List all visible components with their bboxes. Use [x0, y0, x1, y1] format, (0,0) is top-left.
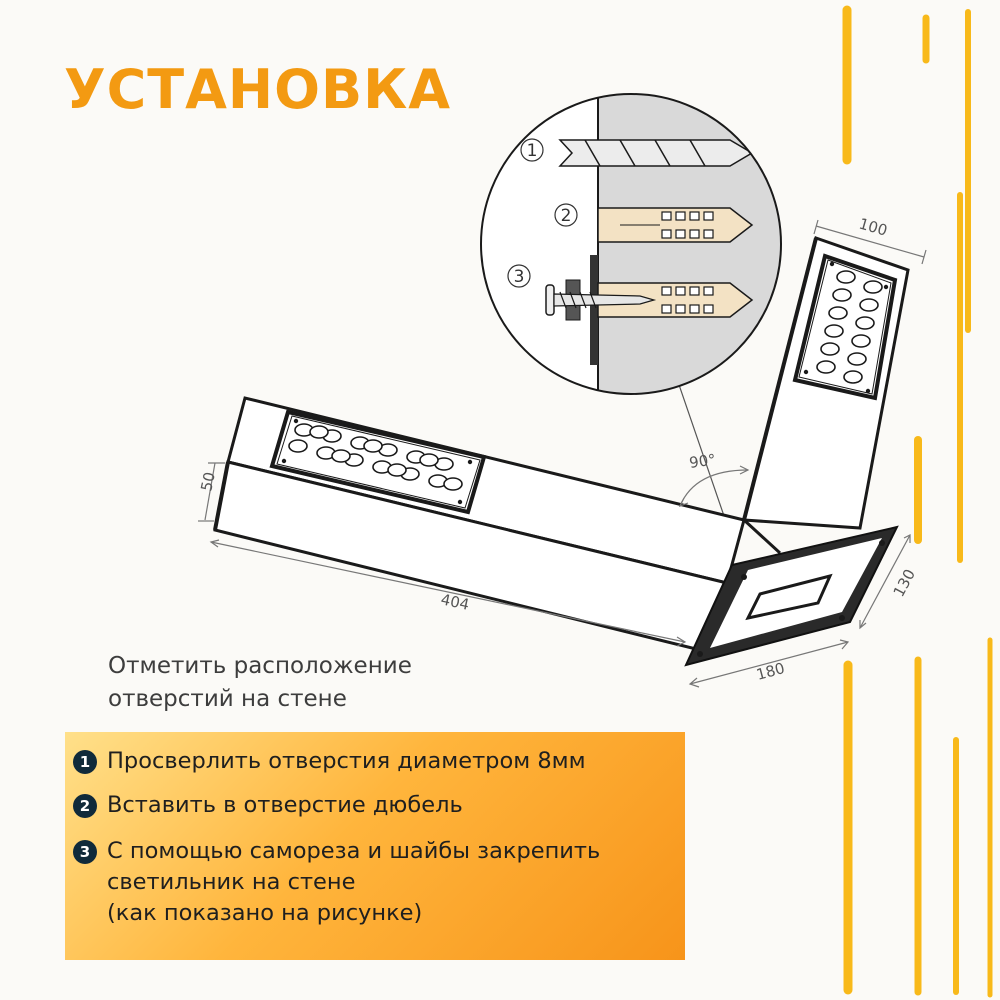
step-3-badge: 3 — [73, 840, 97, 864]
step-1-badge: 1 — [73, 750, 97, 774]
wall-plate — [684, 525, 899, 667]
marking-note-line-1: Отметить расположение — [108, 653, 412, 679]
wall-section — [598, 94, 781, 394]
marking-note: Отметить расположение отверстий на стене — [108, 650, 412, 716]
dim-arm-length: 404 — [439, 590, 471, 614]
detail-circle: 1 2 3 — [480, 93, 782, 395]
svg-text:3: 3 — [514, 267, 525, 287]
dim-plate-width: 180 — [754, 659, 786, 684]
dowel-icon — [597, 207, 754, 243]
dim-angle: 90° — [688, 450, 717, 472]
head-led-cells — [816, 270, 883, 384]
step-1-text: Просверлить отверстия диаметром 8мм — [107, 748, 586, 774]
svg-text:1: 1 — [527, 141, 538, 161]
bracket-plate-section — [590, 255, 598, 365]
drill-bit-icon — [558, 139, 754, 167]
marking-note-line-2: отверстий на стене — [108, 686, 347, 712]
step-2-badge: 2 — [73, 794, 97, 818]
bracket-arm — [213, 396, 746, 652]
step-3-text-line-1: С помощью самореза и шайбы закрепить — [107, 838, 601, 864]
step-3-text-line-3: (как показано на рисунке) — [107, 900, 423, 926]
svg-text:2: 2 — [561, 206, 572, 226]
dimension-lines — [198, 219, 927, 688]
bracket-head — [742, 236, 910, 555]
steps-panel: 1 Просверлить отверстия диаметром 8мм 2 … — [65, 732, 685, 960]
arm-led-cells — [288, 423, 463, 491]
dim-head-width: 100 — [857, 215, 889, 240]
step-3-text-line-2: светильник на стене — [107, 869, 356, 895]
detail-marker-2: 2 — [554, 203, 578, 227]
dim-arm-height: 50 — [197, 470, 219, 492]
step-2-text: Вставить в отверстие дюбель — [107, 792, 463, 818]
detail-marker-1: 1 — [520, 138, 544, 162]
detail-marker-3: 3 — [507, 264, 531, 288]
dim-plate-height: 130 — [890, 566, 919, 600]
page-title: УСТАНОВКА — [64, 58, 452, 121]
screw-icon — [545, 279, 754, 321]
